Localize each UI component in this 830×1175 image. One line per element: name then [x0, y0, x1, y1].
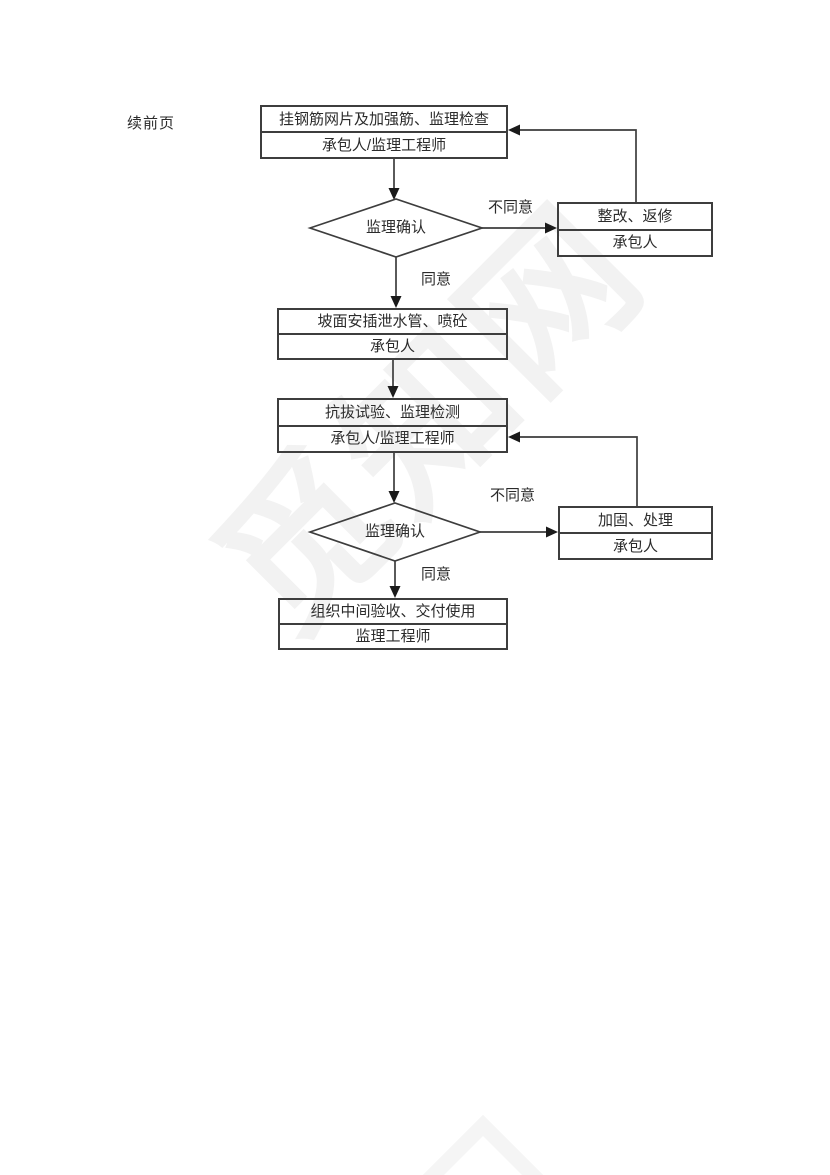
arrowhead-left-1 — [508, 124, 520, 136]
continued-from-previous-page-label: 续前页 — [127, 115, 176, 132]
node-step2-actor: 承包人 — [279, 333, 506, 358]
node-final-title: 组织中间验收、交付使用 — [310, 603, 476, 620]
node-step2-title: 坡面安插泄水管、喷砼 — [317, 313, 468, 330]
edge-label-agree-1: 同意 — [421, 271, 452, 288]
arrowhead-right-1 — [545, 222, 557, 234]
node-step3-title: 抗拔试验、监理检测 — [324, 403, 460, 421]
edge-rework1-start — [518, 129, 637, 202]
decision2-diamond — [307, 502, 483, 562]
node-rework1-actor: 承包人 — [559, 228, 711, 256]
edge-label-disagree-2: 不同意 — [490, 487, 536, 504]
arrowhead-down-1 — [388, 188, 400, 200]
arrowhead-left-2 — [508, 431, 520, 443]
node-step3: 抗拔试验、监理检测 承包人/监理工程师 — [277, 398, 508, 453]
node-rework1: 整改、返修 承包人 — [557, 202, 713, 257]
node-rework2-title: 加固、处理 — [597, 511, 673, 529]
decision1-diamond — [307, 198, 485, 258]
node-rework2-actor: 承包人 — [560, 532, 711, 558]
arrowhead-down-3 — [387, 386, 399, 398]
decision1-label: 监理确认 — [365, 219, 426, 236]
arrowhead-down-2 — [390, 296, 402, 308]
edge-label-agree-2: 同意 — [421, 566, 452, 583]
node-rework1-title: 整改、返修 — [597, 207, 673, 225]
arrowhead-right-2 — [546, 526, 558, 538]
arrowhead-down-5 — [389, 586, 401, 598]
node-final-actor: 监理工程师 — [280, 623, 506, 648]
arrowhead-down-4 — [388, 491, 400, 503]
node-step3-actor: 承包人/监理工程师 — [279, 424, 506, 452]
edge-rework2-step3 — [518, 436, 638, 506]
node-start-actor: 承包人/监理工程师 — [262, 131, 506, 157]
node-final: 组织中间验收、交付使用 监理工程师 — [278, 598, 508, 650]
node-rework2: 加固、处理 承包人 — [558, 506, 713, 560]
decision2-label: 监理确认 — [364, 523, 425, 540]
edge-label-disagree-1: 不同意 — [488, 199, 534, 216]
node-step2: 坡面安插泄水管、喷砼 承包人 — [277, 308, 508, 360]
node-start-title: 挂钢筋网片及加强筋、监理检查 — [278, 110, 489, 128]
node-start: 挂钢筋网片及加强筋、监理检查 承包人/监理工程师 — [260, 105, 508, 159]
